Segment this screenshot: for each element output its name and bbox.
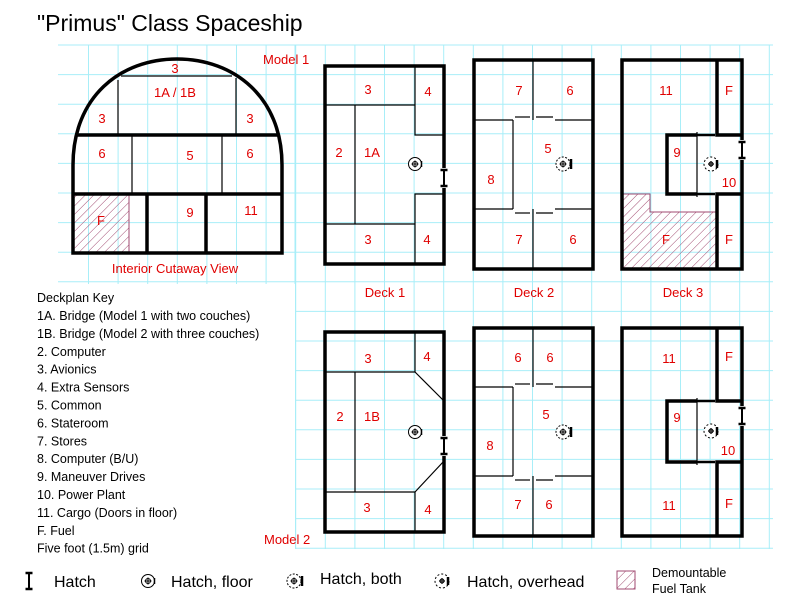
key-title: Deckplan Key	[37, 291, 115, 305]
room-label: 3	[364, 351, 371, 366]
room-label: 5	[544, 141, 551, 156]
legend: Hatch Hatch, floor Hatch, both Hatch, ov…	[24, 566, 726, 596]
room-label: 3	[363, 500, 370, 515]
key-item: 5. Common	[37, 399, 102, 413]
room-label: 9	[186, 205, 193, 220]
key-item: 3. Avionics	[37, 363, 97, 377]
room-label: 4	[424, 84, 431, 99]
room-label: 4	[423, 349, 430, 364]
key-item: 1B. Bridge (Model 2 with three couches)	[37, 327, 259, 341]
room-label: 8	[486, 438, 493, 453]
room-label: 11	[662, 351, 676, 366]
key-item: 10. Power Plant	[37, 488, 126, 502]
deck-2-label: Deck 2	[514, 285, 554, 300]
room-label: 1B	[364, 409, 380, 424]
room-label: 10	[722, 175, 736, 190]
key-item: 6. Stateroom	[37, 416, 109, 430]
fuel-tank-hatched	[73, 193, 130, 254]
key-item: 2. Computer	[37, 345, 106, 359]
room-label: 10	[721, 443, 735, 458]
room-label: 2	[335, 145, 342, 160]
fuel-tank-hatched	[622, 193, 718, 270]
room-label: 3	[364, 232, 371, 247]
both-hatch-icon	[554, 423, 573, 441]
legend-hatch: Hatch	[54, 574, 96, 591]
key-item: 11. Cargo (Doors in floor)	[37, 506, 177, 520]
hatch-icon	[24, 571, 34, 591]
both-hatch-icon	[554, 155, 573, 173]
hull-outline	[71, 57, 284, 255]
room-label: F	[725, 232, 733, 247]
model1-deck1-plan: 3 4 2 1A 3 4	[323, 64, 449, 266]
deck-3-label: Deck 3	[663, 285, 703, 300]
legend-hatch-both: Hatch, both	[320, 571, 402, 588]
overhead-hatch-icon	[702, 155, 720, 173]
room-label: 5	[186, 148, 193, 163]
room-label: 9	[673, 410, 680, 425]
room-label: 4	[424, 502, 431, 517]
room-label: 7	[514, 497, 521, 512]
floor-hatch-icon	[407, 424, 423, 440]
room-label: 6	[566, 83, 573, 98]
room-label: F	[725, 349, 733, 364]
room-label: 8	[487, 172, 494, 187]
legend-fuel-tank-line1: Demountable	[652, 566, 726, 580]
room-label: 3	[246, 111, 253, 126]
key-item: 7. Stores	[37, 434, 87, 448]
room-label: 11	[244, 203, 258, 218]
model2-deck3-plan: 11 F 9 10 11 F	[620, 326, 747, 538]
room-label: 3	[171, 61, 178, 76]
room-label: 3	[98, 111, 105, 126]
hatch-floor-icon	[140, 573, 156, 589]
key-item: Five foot (1.5m) grid	[37, 542, 149, 556]
room-label: 5	[542, 407, 549, 422]
hatch-overhead-icon	[433, 572, 451, 590]
page-title: "Primus" Class Spaceship	[37, 10, 303, 36]
room-label: 6	[546, 350, 553, 365]
model-2-label: Model 2	[264, 532, 310, 547]
room-label: 4	[423, 232, 430, 247]
room-label: 6	[514, 350, 521, 365]
deckplan-key: Deckplan Key 1A. Bridge (Model 1 with tw…	[37, 291, 259, 556]
room-label: 11	[662, 498, 676, 513]
hatch-both-icon	[285, 572, 304, 590]
key-item: 9. Maneuver Drives	[37, 470, 145, 484]
key-item: 4. Extra Sensors	[37, 381, 129, 395]
room-label: 6	[98, 146, 105, 161]
room-label: F	[97, 213, 105, 228]
cutaway-caption: Interior Cutaway View	[112, 261, 239, 276]
model2-deck1-plan: 3 4 2 1B 3 4	[323, 330, 449, 534]
model1-deck3-plan: 11 F 9 10 F F	[620, 58, 747, 271]
legend-hatch-floor: Hatch, floor	[171, 574, 253, 591]
fuel-tank-swatch	[616, 570, 636, 590]
room-label: 11	[659, 83, 673, 98]
room-label: 3	[364, 82, 371, 97]
model-1-label: Model 1	[263, 52, 309, 67]
key-background	[0, 284, 295, 554]
key-item: 8. Computer (B/U)	[37, 452, 138, 466]
interior-cutaway: 3 1A / 1B 3 3 6 5 6 F 9 11 Interior Cuta…	[71, 57, 284, 276]
overhead-hatch-icon	[702, 422, 720, 440]
room-label: 9	[673, 145, 680, 160]
room-label: F	[725, 83, 733, 98]
room-label: 6	[246, 146, 253, 161]
room-label: 7	[515, 83, 522, 98]
model1-deck2-plan: 7 6 5 8 7 6	[472, 58, 595, 271]
room-label: 1A	[364, 145, 380, 160]
legend-hatch-overhead: Hatch, overhead	[467, 574, 584, 591]
deck-1-label: Deck 1	[365, 285, 405, 300]
room-label: 1A / 1B	[154, 85, 196, 100]
legend-fuel-tank-line2: Fuel Tank	[652, 582, 707, 596]
room-label: 6	[545, 497, 552, 512]
room-label: F	[725, 496, 733, 511]
room-label: 2	[336, 409, 343, 424]
key-item: F. Fuel	[37, 524, 75, 538]
floor-hatch-icon	[407, 156, 423, 172]
key-item: 1A. Bridge (Model 1 with two couches)	[37, 309, 250, 323]
model2-deck2-plan: 6 6 5 8 7 6	[472, 326, 595, 538]
room-label: F	[662, 232, 670, 247]
room-label: 7	[515, 232, 522, 247]
room-label: 6	[569, 232, 576, 247]
